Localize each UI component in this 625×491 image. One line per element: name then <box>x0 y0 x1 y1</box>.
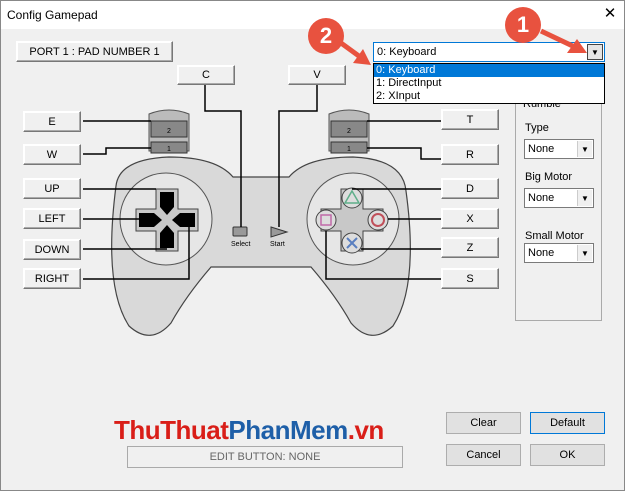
circle-button <box>367 209 389 231</box>
ok-button[interactable]: OK <box>530 444 605 466</box>
key-r2-t[interactable]: T <box>441 109 499 130</box>
key-l2-e[interactable]: E <box>23 111 81 132</box>
chevron-down-icon[interactable]: ▼ <box>577 190 592 206</box>
chevron-down-icon[interactable]: ▼ <box>587 44 603 60</box>
chevron-down-icon[interactable]: ▼ <box>577 245 592 261</box>
clear-button[interactable]: Clear <box>446 412 521 434</box>
select-text: Select <box>231 241 251 248</box>
start-text: Start <box>270 241 285 248</box>
triangle-icon <box>343 189 361 204</box>
big-motor-label: Big Motor <box>525 171 573 183</box>
key-select-c[interactable]: C <box>177 65 235 85</box>
key-circle-x[interactable]: X <box>441 208 499 229</box>
device-dropdown-list: 0: Keyboard 1: DirectInput 2: XInput <box>373 63 605 104</box>
key-l1-w[interactable]: W <box>23 144 81 165</box>
dpad-down <box>160 225 174 248</box>
start-button <box>270 226 289 238</box>
key-r1-r[interactable]: R <box>441 144 499 165</box>
key-right[interactable]: RIGHT <box>23 268 81 289</box>
cross-icon <box>346 237 358 249</box>
dpad-up <box>160 192 174 215</box>
key-square-s[interactable]: S <box>441 268 499 289</box>
face-base <box>320 188 384 252</box>
window-title: Config Gamepad <box>7 8 98 22</box>
leader-lines <box>83 85 441 280</box>
r2-button <box>330 120 368 138</box>
square-button <box>315 209 337 231</box>
key-triangle-d[interactable]: D <box>441 178 499 199</box>
key-up[interactable]: UP <box>23 178 81 199</box>
device-option-keyboard[interactable]: 0: Keyboard <box>374 64 604 77</box>
dpad-left <box>139 213 162 227</box>
l2-text: 2 <box>167 128 171 135</box>
square-icon <box>320 214 332 226</box>
port-label: PORT 1 : PAD NUMBER 1 <box>16 41 173 62</box>
l2-button <box>150 120 188 138</box>
key-left[interactable]: LEFT <box>23 208 81 229</box>
chevron-down-icon[interactable]: ▼ <box>577 141 592 157</box>
annotation-badge-2: 2 <box>308 18 344 54</box>
watermark-logo: ThuThuatPhanMem.vn <box>114 415 384 445</box>
big-motor-select[interactable]: None▼ <box>524 188 594 208</box>
r1-text: 1 <box>347 146 351 153</box>
key-down[interactable]: DOWN <box>23 239 81 260</box>
device-select[interactable]: 0: Keyboard ▼ <box>373 42 605 62</box>
small-motor-label: Small Motor <box>525 230 584 242</box>
l1-text: 1 <box>167 146 171 153</box>
close-icon[interactable]: ✕ <box>603 5 617 22</box>
annotation-badge-1: 1 <box>505 7 541 43</box>
cancel-button[interactable]: Cancel <box>446 444 521 466</box>
device-option-xinput[interactable]: 2: XInput <box>376 90 421 102</box>
select-button <box>232 226 248 237</box>
circle-icon <box>371 213 385 227</box>
key-cross-z[interactable]: Z <box>441 237 499 258</box>
edit-status: EDIT BUTTON: NONE <box>127 446 403 468</box>
small-motor-select[interactable]: None▼ <box>524 243 594 263</box>
device-option-directinput[interactable]: 1: DirectInput <box>376 77 442 89</box>
r2-text: 2 <box>347 128 351 135</box>
default-button[interactable]: Default <box>530 412 605 434</box>
rumble-type-label: Type <box>525 122 549 134</box>
key-start-v[interactable]: V <box>288 65 346 85</box>
rumble-type-select[interactable]: None▼ <box>524 139 594 159</box>
dpad-base <box>135 188 199 252</box>
